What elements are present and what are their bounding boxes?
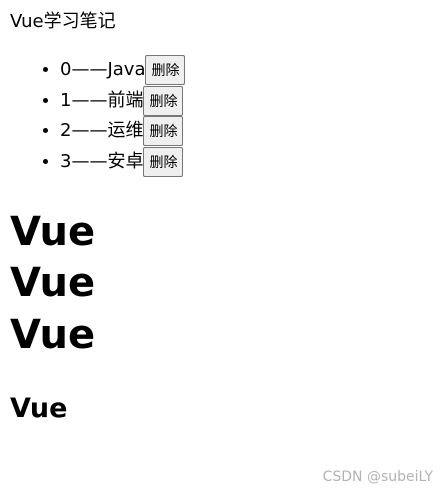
list-item-label: 0——Java: [60, 59, 146, 80]
vue-heading-1: Vue: [10, 209, 96, 255]
delete-button[interactable]: 删除: [143, 116, 184, 147]
vue-heading-2: Vue: [10, 260, 96, 306]
delete-button[interactable]: 删除: [143, 146, 184, 177]
page-heading: Vue学习笔记: [10, 11, 116, 32]
list-item-label: 1——前端: [60, 89, 144, 111]
vue-heading-3: Vue: [10, 312, 96, 358]
list-item-label: 3——安卓: [60, 150, 144, 172]
list-item-label: 2——运维: [60, 120, 144, 141]
watermark: CSDN @subeiLY: [322, 469, 433, 485]
vue-subheading: Vue: [10, 393, 68, 424]
delete-button[interactable]: 删除: [143, 85, 184, 116]
delete-button[interactable]: 删除: [145, 55, 186, 86]
